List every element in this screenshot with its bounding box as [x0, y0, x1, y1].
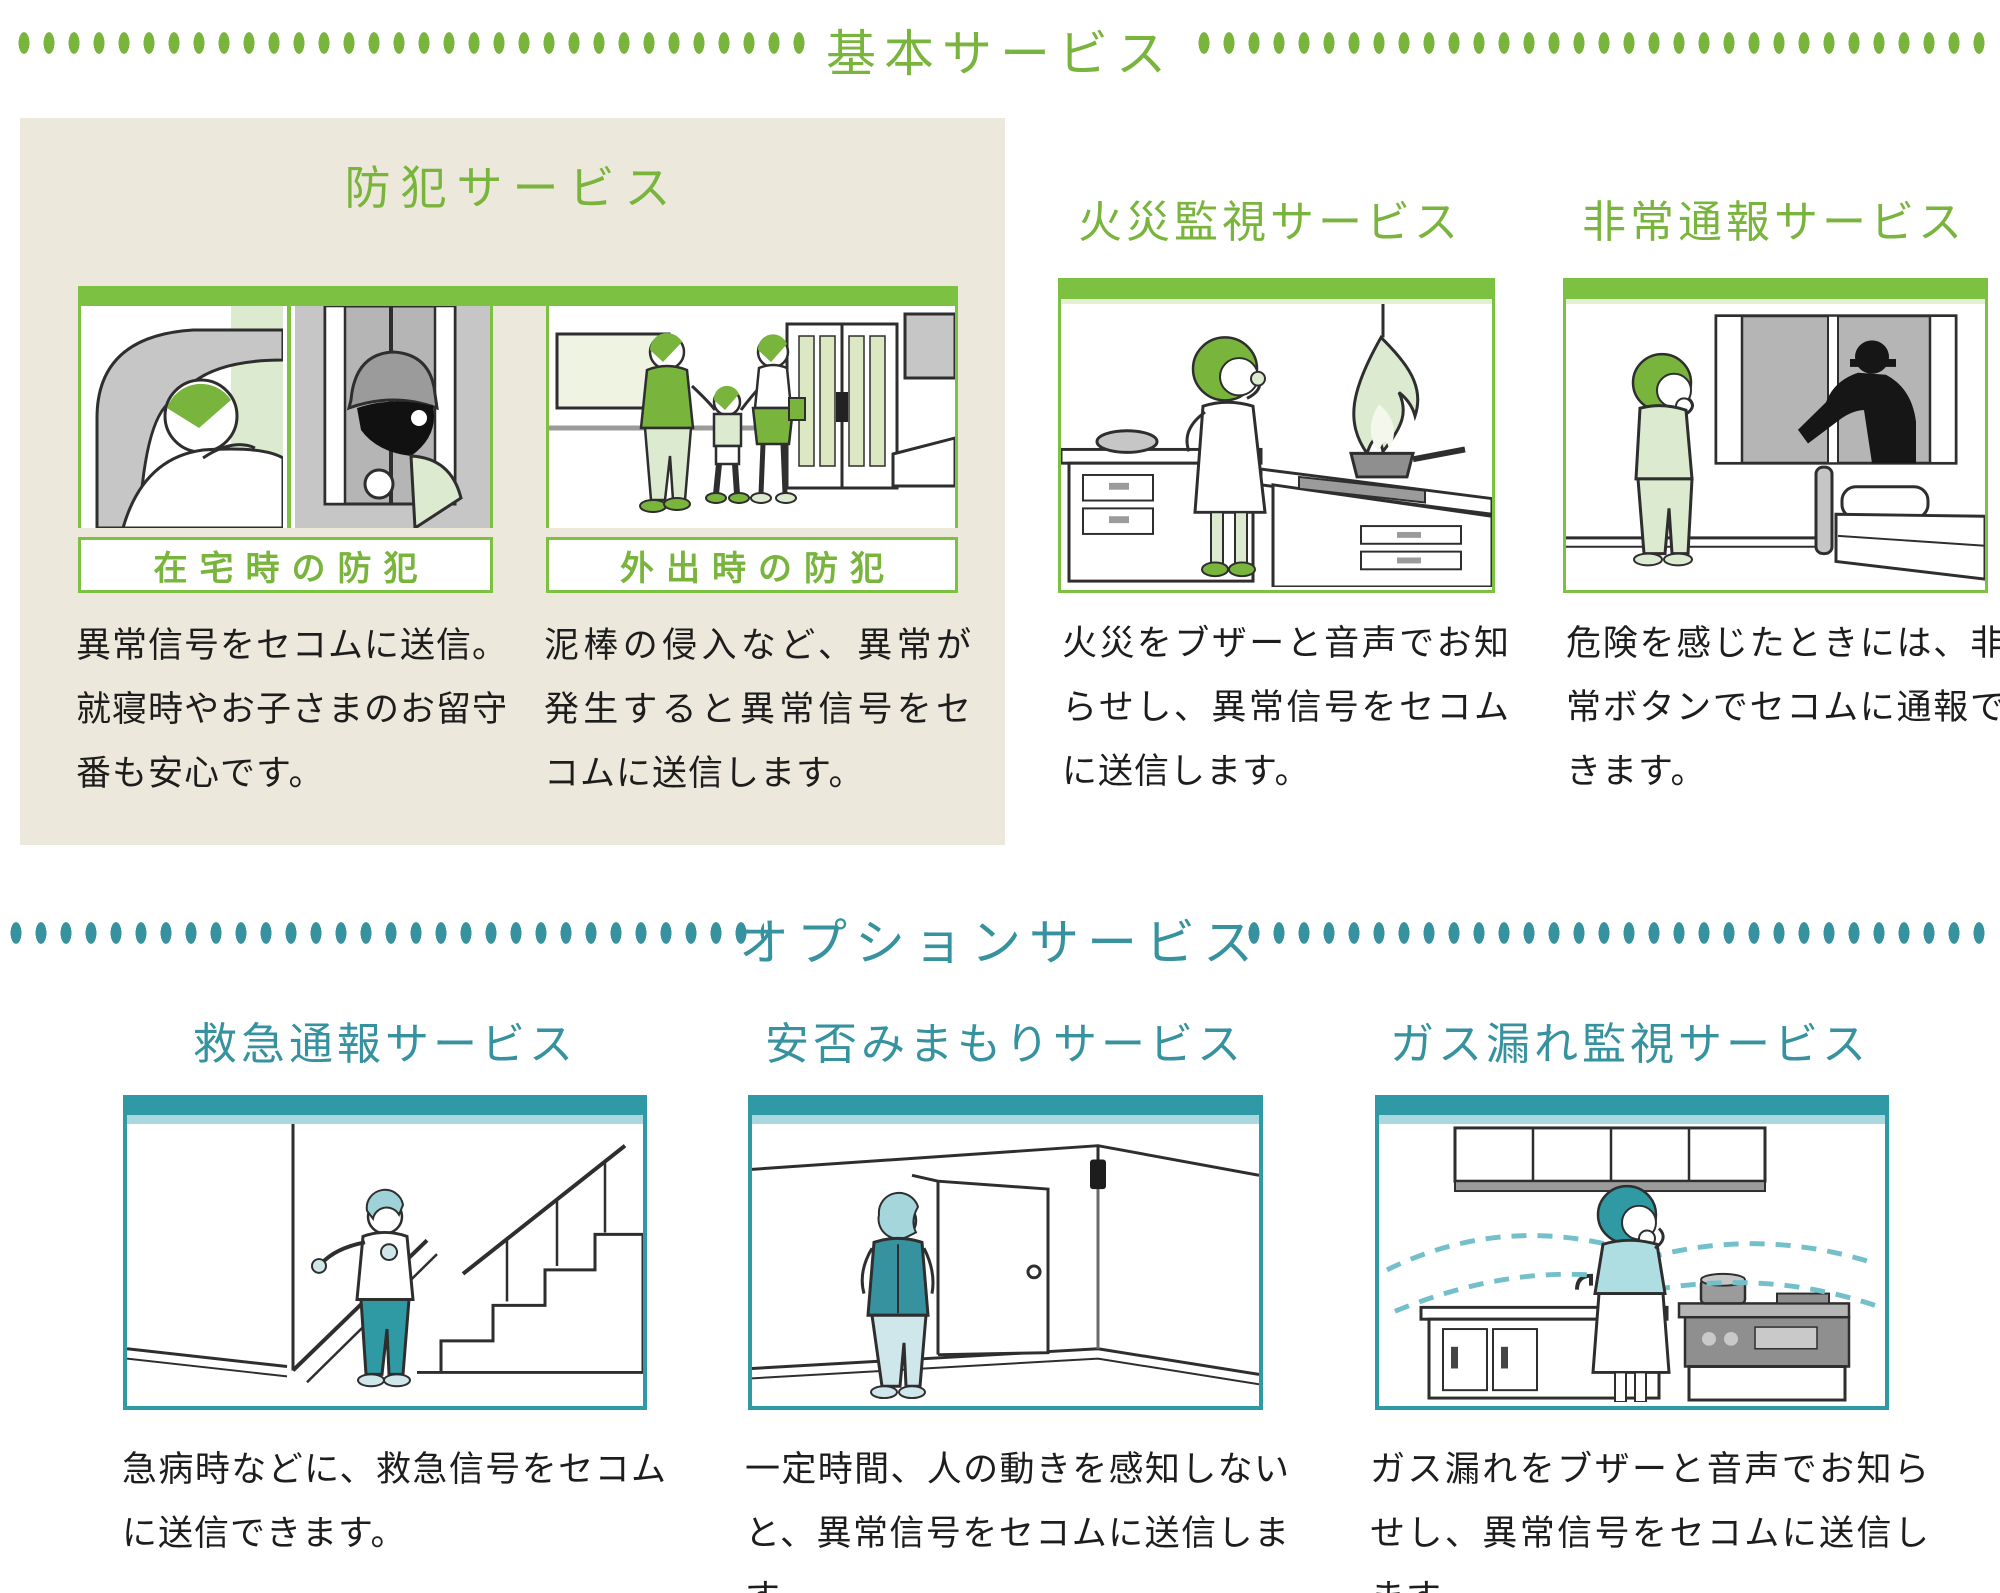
crime-illustrations: 在宅時の防犯	[78, 286, 958, 593]
fire-service-figure	[1058, 278, 1495, 593]
dotted-divider-right-option	[1242, 920, 1998, 946]
dotted-divider-right-basic	[1192, 30, 1992, 56]
away-security-figure: 外出時の防犯	[546, 306, 958, 593]
crime-service-title: 防犯サービス	[344, 161, 681, 215]
option-section-title: オプションサービス	[739, 914, 1261, 972]
safety-service-figure	[748, 1095, 1263, 1410]
sleeping-person-illustration	[95, 306, 285, 528]
away-security-caption: 外出時の防犯	[546, 537, 958, 593]
basic-section-title: 基本サービス	[826, 25, 1174, 83]
dotted-divider-left-option	[4, 920, 764, 946]
staircase-chest-pain-illustration	[127, 1124, 643, 1388]
burglar-window-illustration	[295, 306, 490, 528]
fire-service-description: 火災をブザーと音声でお知らせし、異常信号をセコムに送信します。	[1062, 624, 1510, 792]
gas-service-description: ガス漏れをブザーと音声でお知らせし、異常信号をセコムに送信します。	[1370, 1450, 1930, 1593]
safety-service-description: 一定時間、人の動きを感知しないと、異常信号をセコムに送信します。	[745, 1450, 1290, 1593]
emergency-service-figure	[1563, 278, 1988, 593]
home-security-caption: 在宅時の防犯	[78, 537, 493, 593]
medical-service-description: 急病時などに、救急信号をセコムに送信できます。	[122, 1450, 667, 1554]
panel-divider	[283, 306, 295, 528]
green-top-bar	[78, 286, 958, 306]
crime-prevention-panel: 防犯サービス	[20, 118, 1005, 845]
away-security-description: 泥棒の侵入など、異常が発生すると異常信号をセコムに送信します。	[544, 626, 972, 794]
gas-service-figure	[1375, 1095, 1889, 1410]
home-security-figure: 在宅時の防犯	[78, 306, 493, 593]
bedroom-intruder-illustration	[1566, 314, 1985, 581]
gas-leak-kitchen-illustration	[1385, 1126, 1878, 1402]
gas-service-title: ガス漏れ監視サービス	[1390, 1019, 1870, 1070]
dotted-divider-left-basic	[12, 30, 812, 56]
kitchen-fire-illustration	[1061, 304, 1492, 587]
home-security-description: 異常信号をセコムに送信。就寝時やお子さまのお留守番も安心です。	[76, 626, 509, 794]
door-motion-sensor-illustration	[752, 1144, 1259, 1400]
medical-service-figure	[123, 1095, 647, 1410]
emergency-service-title: 非常通報サービス	[1582, 197, 1966, 248]
fire-service-title: 火災監視サービス	[1078, 197, 1462, 248]
safety-service-title: 安否みまもりサービス	[765, 1019, 1245, 1070]
emergency-service-description: 危険を感じたときには、非常ボタンでセコムに通報できます。	[1566, 624, 2000, 792]
family-outing-illustration	[549, 312, 955, 513]
medical-service-title: 救急通報サービス	[193, 1019, 577, 1070]
